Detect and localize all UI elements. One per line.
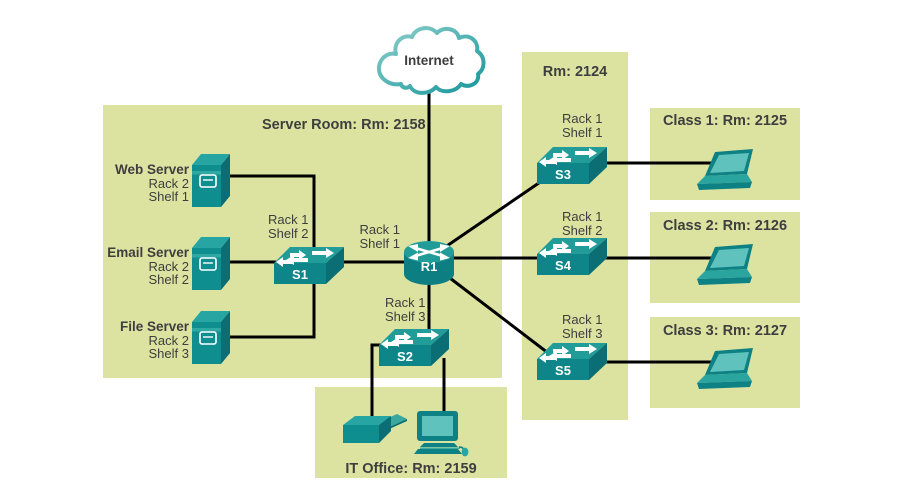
class1-title: Class 1: Rm: 2125 [662, 113, 788, 129]
switch-icon: S4 [537, 238, 607, 275]
s2-rack-shelf: Rack 1 Shelf 3 [385, 295, 426, 324]
wire-webserver-s1 [224, 174, 316, 254]
file-server [192, 311, 230, 369]
server-icon [192, 154, 230, 207]
laptop-icon [697, 149, 753, 190]
switch-icon: S1 [274, 247, 344, 284]
email-server [192, 237, 230, 295]
s4-label: S4 [555, 258, 572, 273]
s1-rack-shelf: Rack 1 Shelf 2 [268, 212, 309, 241]
it-office-pc [412, 405, 472, 462]
wire-fileserver-s1 [224, 278, 316, 339]
cloud-icon [376, 26, 486, 95]
switch-s3: S3 [537, 147, 607, 189]
class3-laptop [695, 348, 761, 401]
switch-icon: S3 [537, 147, 607, 184]
s2-label: S2 [397, 349, 413, 364]
internet-label: Internet [404, 53, 454, 68]
r1-rack-shelf: Rack 1 Shelf 1 [359, 222, 400, 251]
wire-r1-s3 [437, 172, 553, 254]
s1-label: S1 [292, 267, 308, 282]
server-icon [192, 237, 230, 290]
s5-rack-shelf: Rack 1 Shelf 3 [562, 312, 603, 341]
switch-s1: S1 [274, 247, 344, 289]
web-server-label: Web Server Rack 2 Shelf 1 [114, 162, 189, 204]
class1-laptop [695, 149, 761, 202]
server-icon [192, 311, 230, 364]
web-server [192, 154, 230, 212]
server-room-title: Server Room: Rm: 2158 [262, 117, 426, 133]
r1-label: R1 [421, 259, 438, 274]
file-server-label: File Server Rack 2 Shelf 3 [119, 319, 189, 361]
desktop-computer-icon [414, 411, 469, 457]
it-office-printer [341, 409, 408, 451]
router-icon: R1 [404, 241, 454, 285]
class3-title: Class 3: Rm: 2127 [662, 323, 788, 339]
laptop-icon [697, 348, 753, 389]
internet-cloud [371, 22, 487, 103]
switch-icon: S2 [379, 329, 449, 366]
s3-label: S3 [555, 167, 571, 182]
email-server-label: Email Server Rack 2 Shelf 2 [107, 245, 189, 287]
s4-rack-shelf: Rack 1 Shelf 2 [562, 209, 603, 238]
switch-s4: S4 [537, 238, 607, 280]
it-office-title: IT Office: Rm: 2159 [345, 461, 477, 477]
switch-s5: S5 [537, 343, 607, 385]
class2-laptop [695, 244, 761, 297]
room-2124-title: Rm: 2124 [542, 64, 608, 80]
switch-icon: S5 [537, 343, 607, 380]
class2-title: Class 2: Rm: 2126 [662, 218, 788, 234]
switch-s2: S2 [379, 329, 449, 371]
s5-label: S5 [555, 363, 571, 378]
laptop-icon [697, 244, 753, 285]
router-r1: R1 [402, 239, 456, 292]
printer-icon [343, 414, 407, 443]
s3-rack-shelf: Rack 1 Shelf 1 [562, 111, 603, 140]
wire-r1-s5 [441, 270, 553, 358]
